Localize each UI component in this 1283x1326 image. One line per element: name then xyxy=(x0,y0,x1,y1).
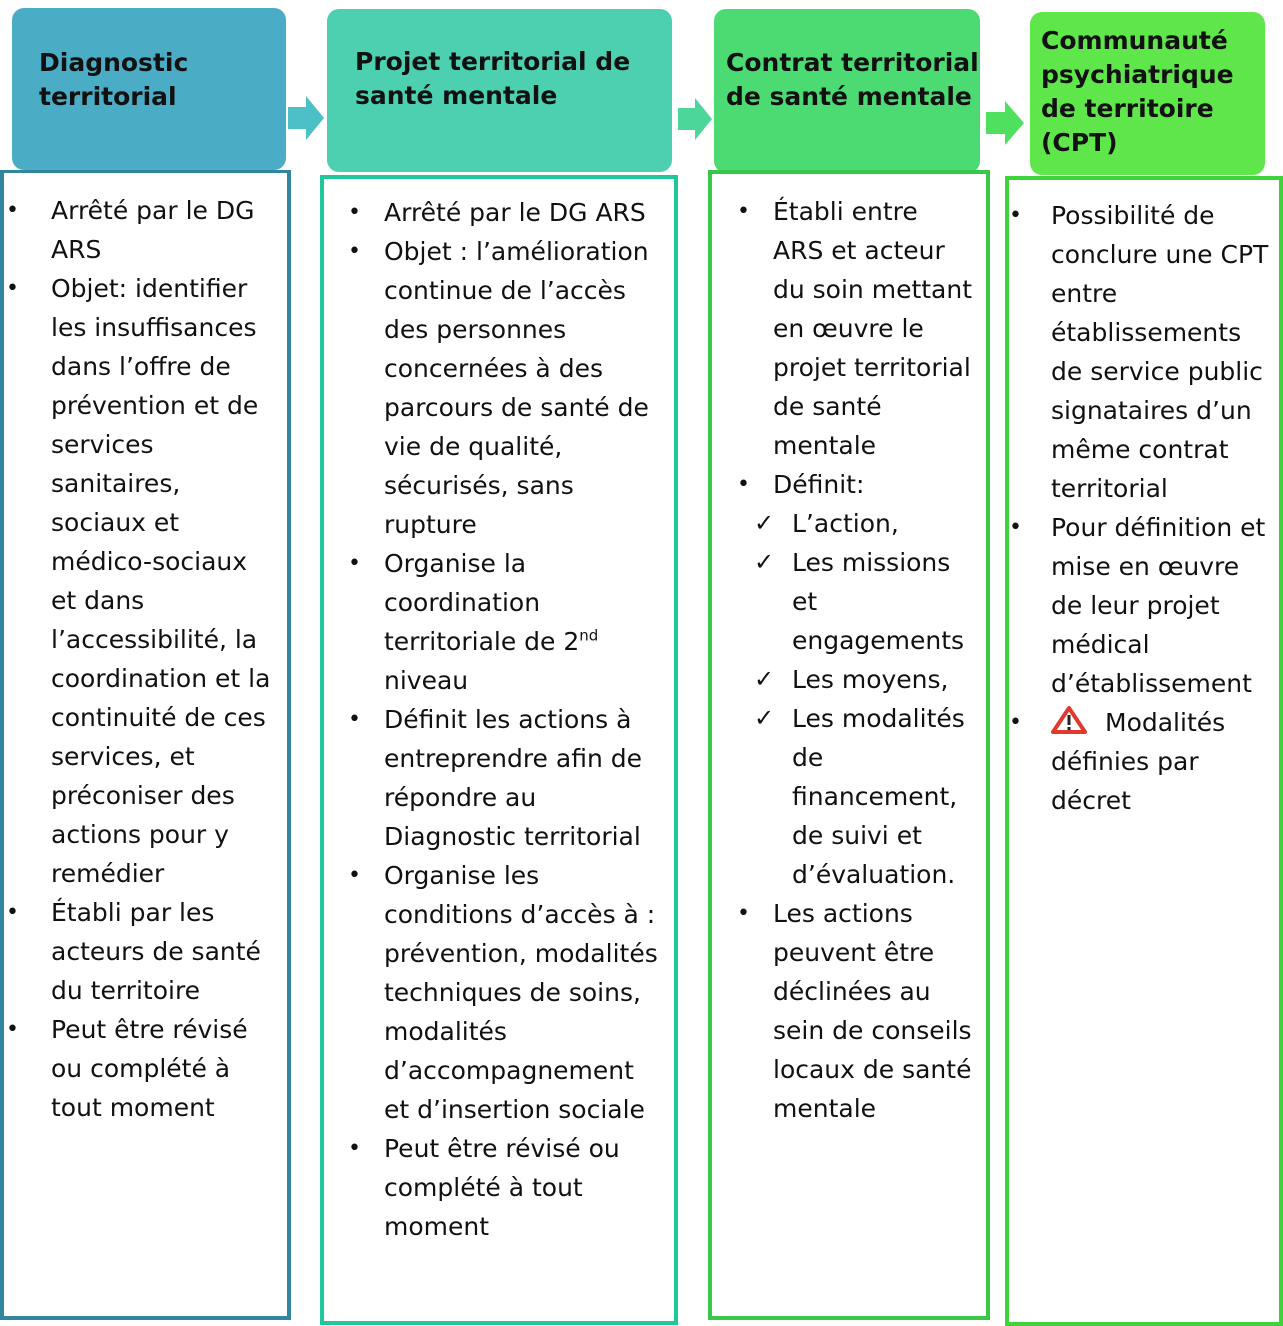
list-item: Définit les actions à entreprendre afin … xyxy=(348,700,662,856)
list-item: Établi par les acteurs de santé du terri… xyxy=(6,893,273,1010)
header-title-line: santé mentale xyxy=(355,81,558,110)
content-box-contrat: Établi entre ARS et acteur du soin metta… xyxy=(708,170,990,1320)
content-box-projet: Arrêté par le DG ARS Objet : l’améliorat… xyxy=(320,175,678,1325)
header-title-line: Contrat territorial xyxy=(726,48,979,77)
checklist-item: Les missions et engagements xyxy=(754,543,976,660)
list-item: Modalités définies par décret xyxy=(1009,703,1273,820)
content-box-cpt: Possibilité de conclure une CPT entre ét… xyxy=(1005,176,1283,1326)
list-item-text: niveau xyxy=(384,666,469,695)
list-item: Peut être révisé ou complété à tout mome… xyxy=(6,1010,273,1127)
header-title-line: Diagnostic xyxy=(39,48,189,77)
list-item: Définit: xyxy=(737,465,973,504)
header-title-line: de santé mentale xyxy=(726,82,972,111)
right-arrow-icon xyxy=(986,101,1024,145)
checklist-item: L’action, xyxy=(754,504,976,543)
list-item: Arrêté par le DG ARS xyxy=(6,191,273,269)
header-title-line: psychiatrique xyxy=(1041,60,1234,89)
list-item: Pour définition et mise en œuvre de leur… xyxy=(1009,508,1273,703)
warning-triangle-icon xyxy=(1051,706,1087,734)
header-contrat-territorial: Contrat territorial de santé mentale xyxy=(714,9,980,173)
list-item-text: Organise la coordination territoriale de… xyxy=(384,549,580,656)
header-cpt: Communauté psychiatrique de territoire (… xyxy=(1030,12,1265,175)
header-title-line: territorial xyxy=(39,82,177,111)
header-diagnostic-territorial: Diagnostic territorial xyxy=(12,8,286,170)
list-item: Établi entre ARS et acteur du soin metta… xyxy=(737,192,973,465)
list-item: Peut être révisé ou complété à tout mome… xyxy=(348,1129,662,1246)
header-title-line: de territoire xyxy=(1041,94,1214,123)
header-title-line: (CPT) xyxy=(1041,128,1118,157)
right-arrow-icon xyxy=(678,98,712,140)
list-item: Arrêté par le DG ARS xyxy=(348,193,662,232)
content-box-diagnostic: Arrêté par le DG ARS Objet: identifier l… xyxy=(0,170,291,1320)
list-item: Objet: identifier les insuffisances dans… xyxy=(6,269,273,893)
right-arrow-icon xyxy=(288,96,324,140)
list-item: Organise la coordination territoriale de… xyxy=(348,544,662,700)
header-projet-territorial: Projet territorial de santé mentale xyxy=(327,9,672,172)
header-title-line: Communauté xyxy=(1041,26,1228,55)
list-item: Possibilité de conclure une CPT entre ét… xyxy=(1009,196,1273,508)
list-item-text: Modalités définies par décret xyxy=(1051,708,1226,815)
checklist-item: Les moyens, xyxy=(754,660,976,699)
superscript: nd xyxy=(579,626,599,645)
list-item: Objet : l’amélioration continue de l’acc… xyxy=(348,232,662,544)
header-title-line: Projet territorial de xyxy=(355,47,631,76)
list-item: Organise les conditions d’accès à : prév… xyxy=(348,856,662,1129)
list-item: Les actions peuvent être déclinées au se… xyxy=(737,894,973,1128)
checklist-item: Les modalités de financement, de suivi e… xyxy=(754,699,976,894)
